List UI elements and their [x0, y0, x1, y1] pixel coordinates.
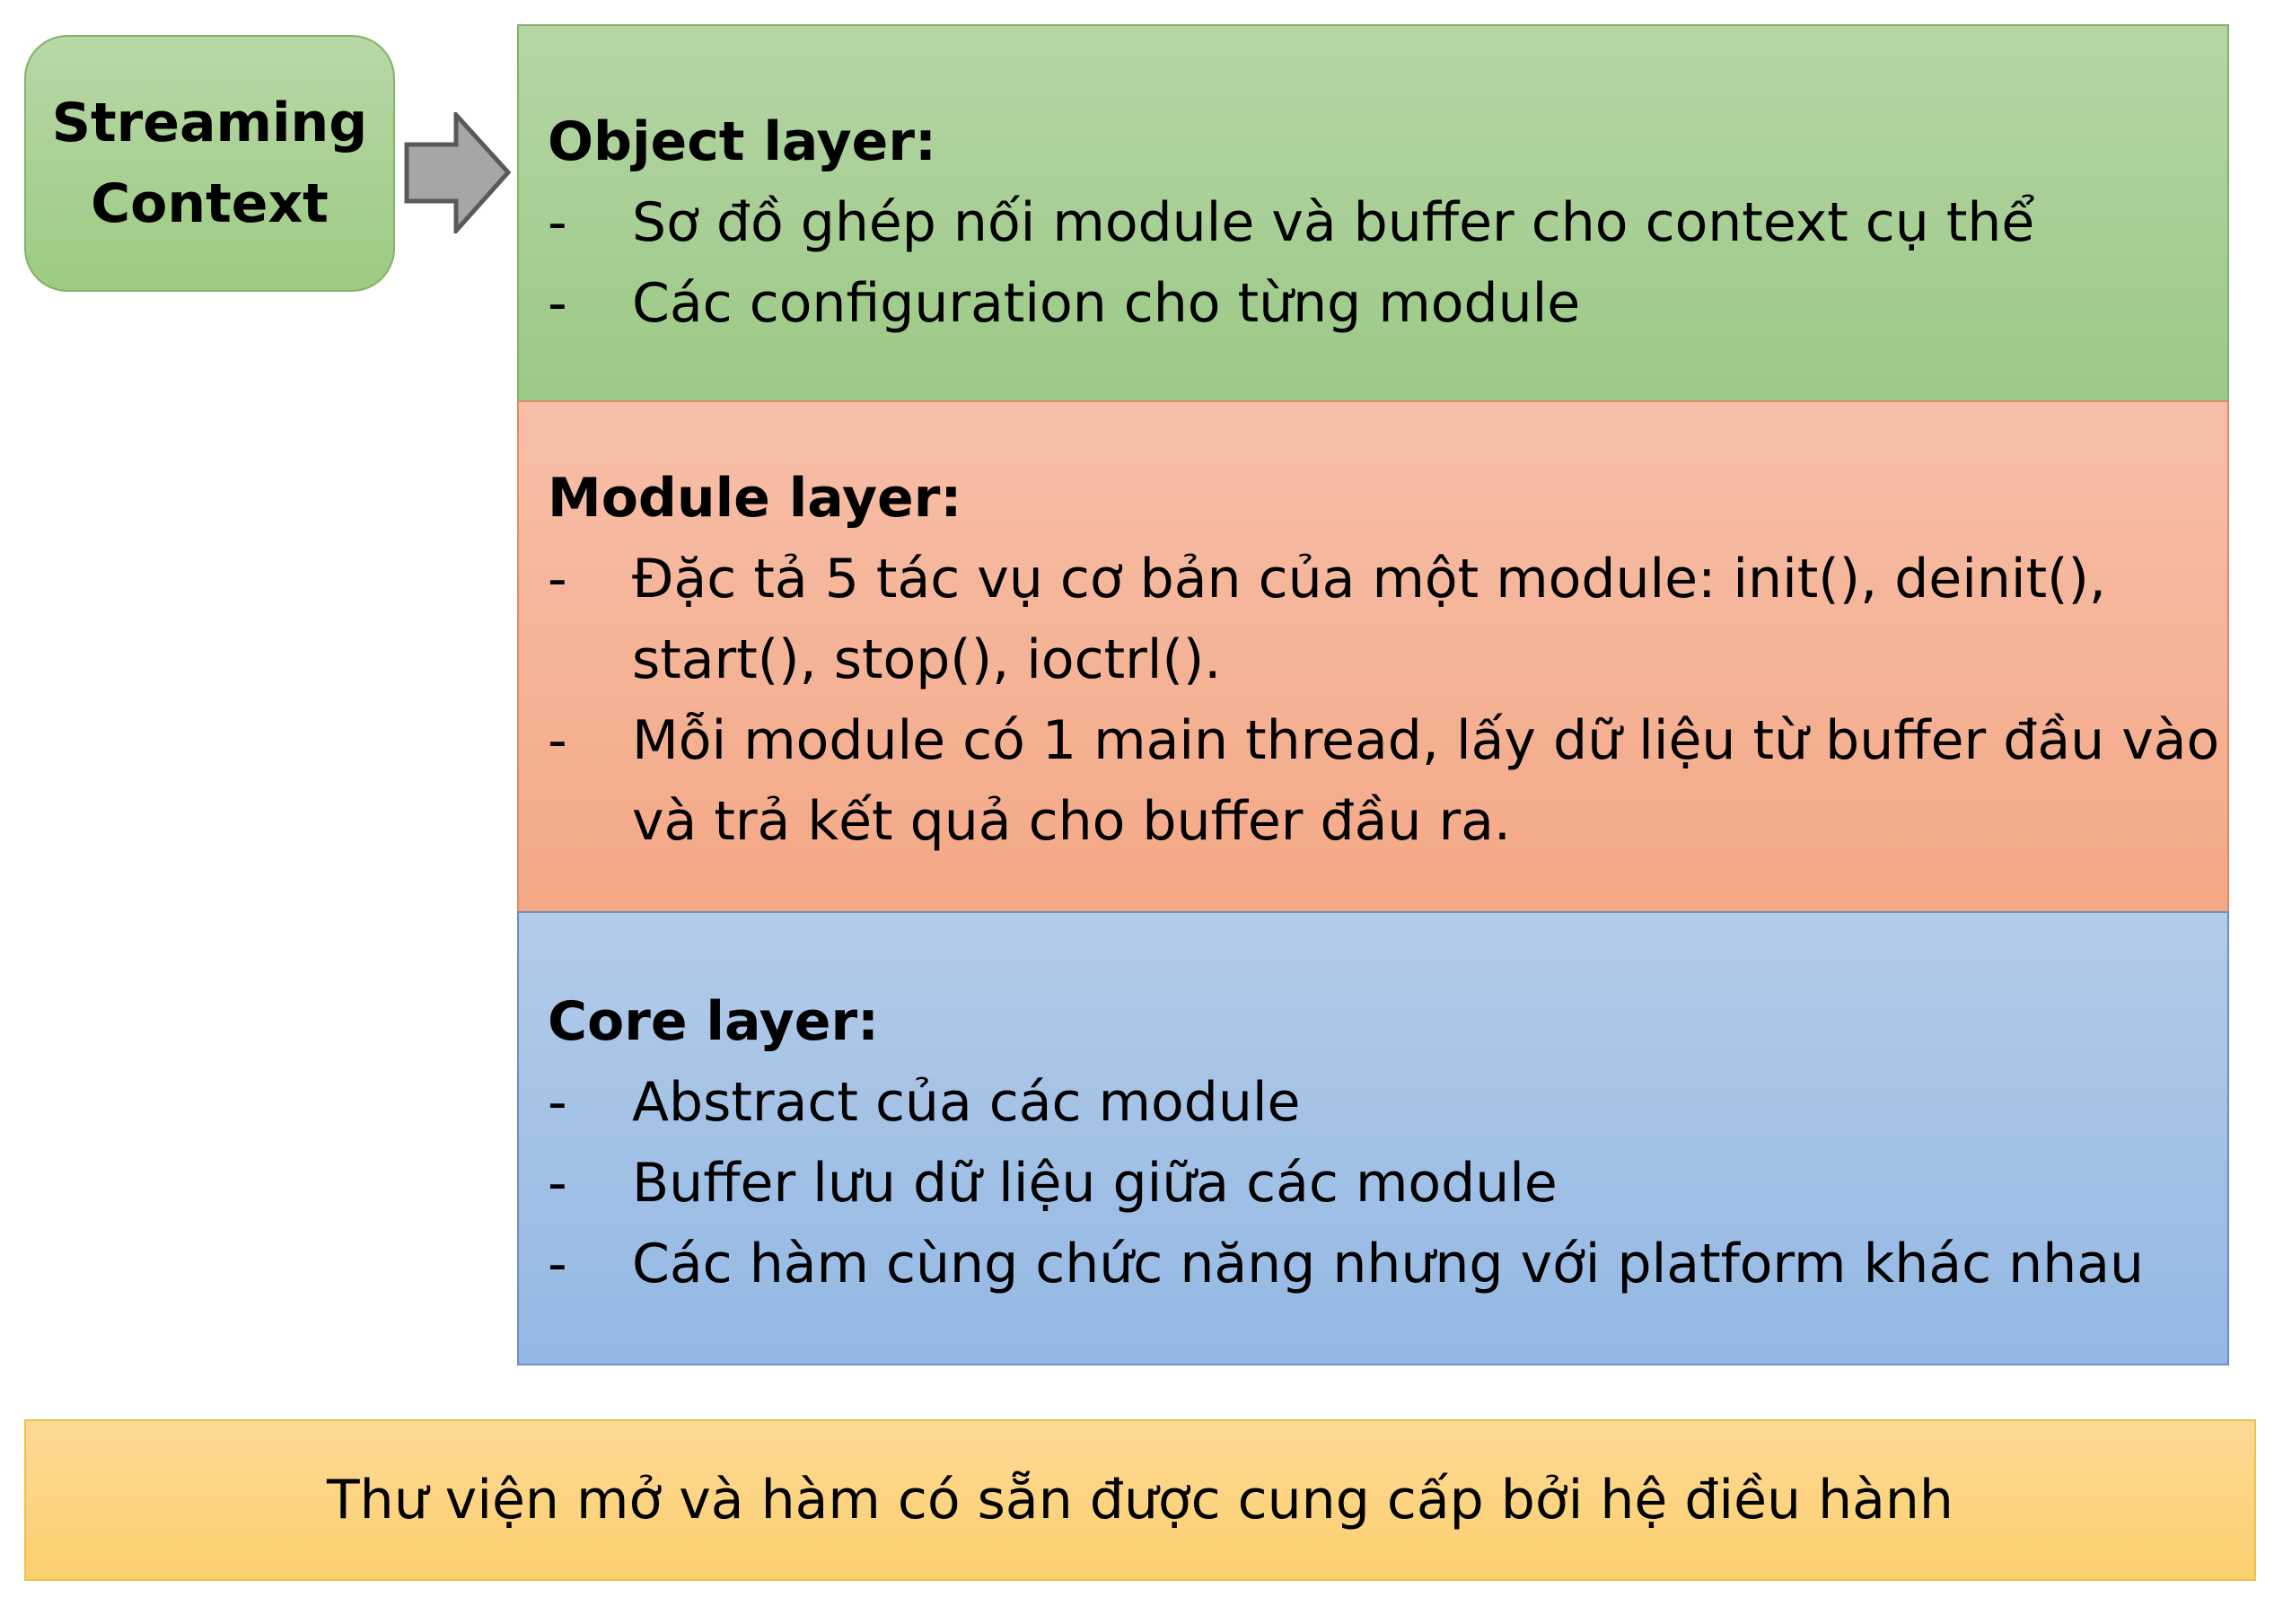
module-layer-title: Module layer: [548, 467, 962, 530]
core-layer-item: - Abstract của các module [548, 1062, 2227, 1143]
module-layer: Module layer: - Đặc tả 5 tác vụ cơ bản c… [517, 400, 2229, 911]
core-layer-title: Core layer: [548, 990, 880, 1053]
core-layer: Core layer: - Abstract của các module - … [517, 911, 2229, 1365]
core-layer-item: - Buffer lưu dữ liệu giữa các module [548, 1143, 2227, 1224]
streaming-context-line-1: Streaming [51, 92, 368, 154]
core-layer-item: - Các hàm cùng chức năng nhưng với platf… [548, 1224, 2227, 1304]
streaming-context-line-2: Context [91, 172, 329, 235]
os-library-layer: Thư viện mở và hàm có sẵn được cung cấp … [24, 1419, 2256, 1581]
bullet-dash: - [548, 1233, 567, 1295]
bullet-dash: - [548, 709, 567, 772]
object-layer-item: - Sơ đồ ghép nối module và buffer cho co… [548, 182, 2227, 263]
bullet-dash: - [548, 191, 567, 254]
module-layer-list: - Đặc tả 5 tác vụ cơ bản của một module:… [548, 539, 2227, 862]
core-layer-item-text: Buffer lưu dữ liệu giữa các module [632, 1152, 1558, 1215]
core-layer-list: - Abstract của các module - Buffer lưu d… [548, 1062, 2227, 1304]
object-layer-item-text: Các configuration cho từng module [632, 272, 1581, 335]
bullet-dash: - [548, 272, 567, 335]
object-layer-item-text: Sơ đồ ghép nối module và buffer cho cont… [632, 191, 2035, 254]
right-arrow-icon [404, 112, 512, 233]
object-layer: Object layer: - Sơ đồ ghép nối module và… [517, 24, 2229, 401]
module-layer-item: - Mỗi module có 1 main thread, lấy dữ li… [548, 700, 2227, 862]
streaming-context-box: Streaming Context [24, 35, 395, 292]
bullet-dash: - [548, 1071, 567, 1134]
os-library-text: Thư viện mở và hàm có sẵn được cung cấp … [327, 1469, 1954, 1532]
module-layer-item: - Đặc tả 5 tác vụ cơ bản của một module:… [548, 539, 2227, 700]
bullet-dash: - [548, 548, 567, 610]
object-layer-title: Object layer: [548, 110, 936, 173]
module-layer-item-text: Đặc tả 5 tác vụ cơ bản của một module: i… [632, 548, 2107, 691]
core-layer-item-text: Abstract của các module [632, 1071, 1301, 1134]
module-layer-item-text: Mỗi module có 1 main thread, lấy dữ liệu… [632, 709, 2220, 853]
object-layer-item: - Các configuration cho từng module [548, 263, 2227, 344]
object-layer-list: - Sơ đồ ghép nối module và buffer cho co… [548, 182, 2227, 344]
bullet-dash: - [548, 1152, 567, 1215]
core-layer-item-text: Các hàm cùng chức năng nhưng với platfor… [632, 1233, 2145, 1295]
